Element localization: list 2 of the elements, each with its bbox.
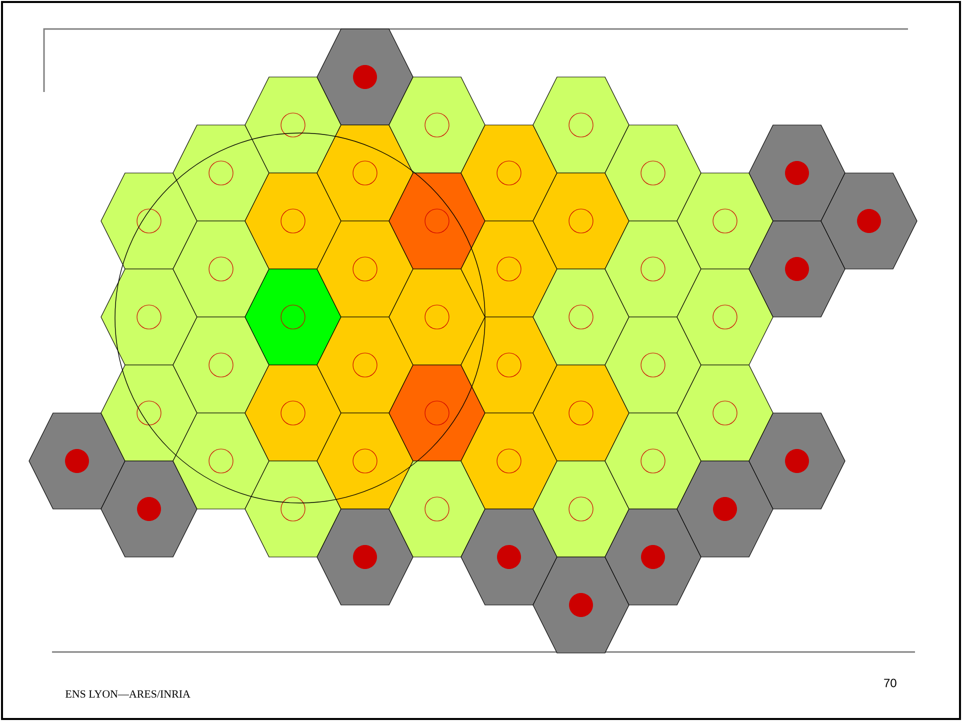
page-number: 70 [884, 678, 896, 688]
footer-text: ENS LYON—ARES/INRIA [66, 690, 190, 698]
